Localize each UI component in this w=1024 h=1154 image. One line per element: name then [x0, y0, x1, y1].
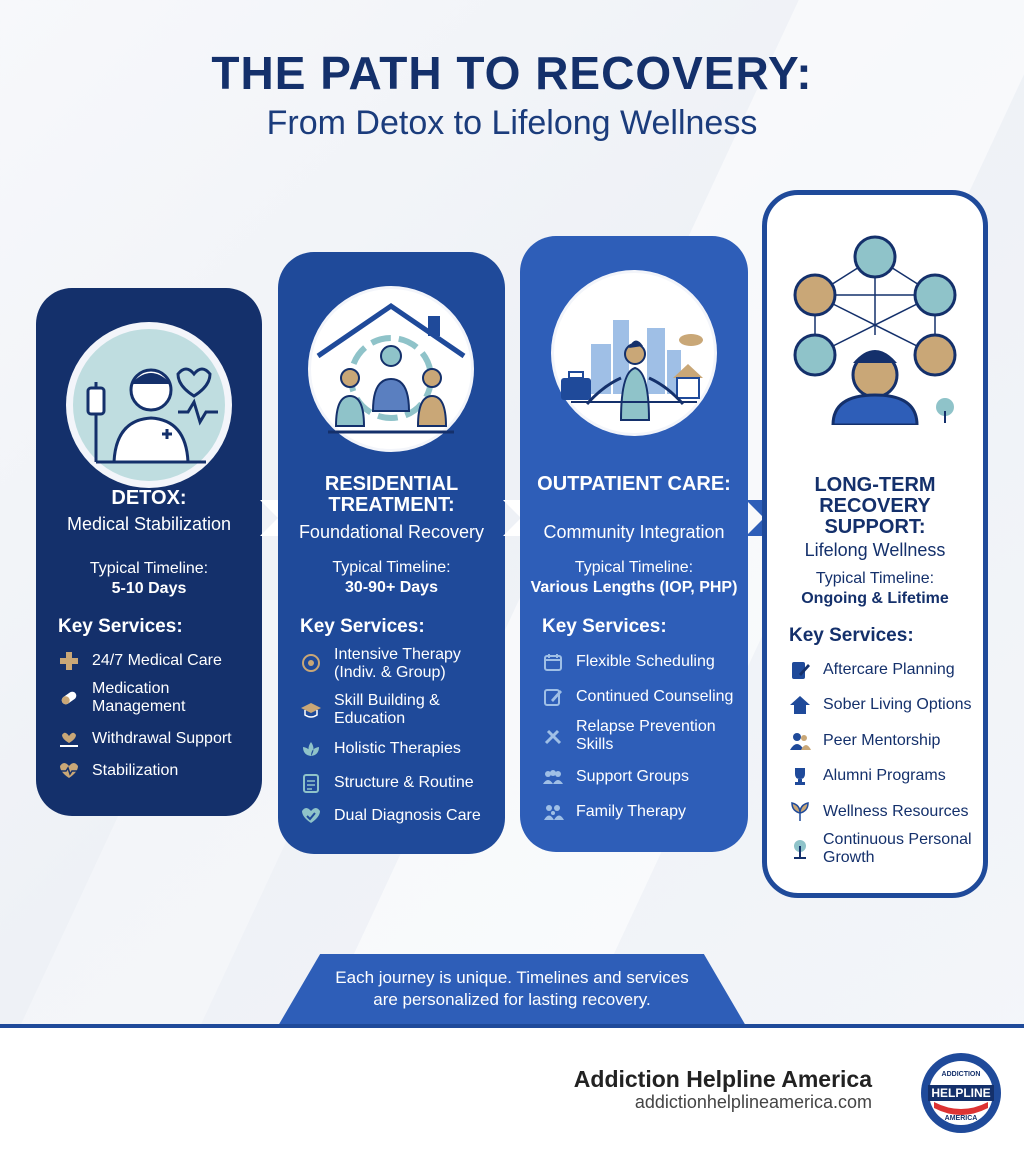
stage-subtitle: Foundational Recovery — [298, 522, 485, 542]
stage-card-long-term: LONG-TERM RECOVERY SUPPORT: Lifelong Wel… — [762, 190, 988, 898]
service-item: Holistic Therapies — [300, 738, 497, 760]
lotus-icon — [300, 738, 322, 760]
service-item: Stabilization — [58, 760, 254, 782]
graduation-cap-icon — [300, 699, 322, 721]
key-services-heading: Key Services: — [542, 616, 667, 637]
service-item: Withdrawal Support — [58, 728, 254, 750]
support-network-icon — [785, 225, 965, 427]
service-item: Alumni Programs — [789, 765, 975, 787]
service-item: Structure & Routine — [300, 772, 497, 794]
page-title: THE PATH TO RECOVERY: — [211, 47, 813, 99]
timeline-value: 30-90+ Days — [345, 579, 438, 596]
brand-name: Addiction Helpline America — [573, 1066, 872, 1092]
service-item: Sober Living Options — [789, 694, 975, 716]
service-item: Continuous Personal Growth — [789, 831, 975, 867]
timeline-label: Typical Timeline: — [574, 559, 694, 576]
group-therapy-house-icon — [308, 286, 474, 452]
sprout-icon — [789, 801, 811, 823]
stage-title: LONG-TERM RECOVERY SUPPORT: — [814, 474, 936, 538]
medical-cross-icon — [58, 650, 80, 672]
service-item: Continued Counseling — [542, 686, 740, 708]
timeline-label: Typical Timeline: — [89, 560, 209, 577]
timeline-value: Ongoing & Lifetime — [801, 590, 949, 607]
footer-note-line: are personalized for lasting recovery. — [373, 990, 651, 1009]
service-item: Skill Building & Education — [300, 692, 497, 728]
pills-icon — [58, 687, 80, 709]
medical-staff-icon — [66, 322, 232, 488]
timeline-label: Typical Timeline: — [815, 570, 935, 587]
logo-text: ADDICTION — [942, 1071, 981, 1078]
stage-subtitle: Community Integration — [543, 522, 725, 542]
stage-card-outpatient: OUTPATIENT CARE: Community Integration T… — [520, 236, 748, 852]
service-item: Flexible Scheduling — [542, 651, 740, 673]
timeline-label: Typical Timeline: — [332, 559, 451, 576]
stage-title: RESIDENTIAL TREATMENT: — [324, 473, 459, 516]
stage-card-residential: RESIDENTIAL TREATMENT: Foundational Reco… — [278, 252, 505, 854]
hand-heart-icon — [58, 728, 80, 750]
edit-icon — [542, 686, 564, 708]
service-item: Peer Mentorship — [789, 730, 975, 752]
divider — [0, 1024, 1024, 1028]
family-icon — [542, 801, 564, 823]
timeline-value: Various Lengths (IOP, PHP) — [530, 579, 738, 596]
footer-note-line: Each journey is unique. Timelines and se… — [335, 968, 689, 987]
key-services-heading: Key Services: — [58, 616, 183, 637]
brand-footer — [0, 1028, 1024, 1154]
stage-card-detox: DETOX: Medical Stabilization Typical Tim… — [36, 288, 262, 816]
clipboard-icon — [300, 772, 322, 794]
heart-check-icon — [300, 805, 322, 827]
service-item: Dual Diagnosis Care — [300, 805, 497, 827]
stage-title: DETOX: — [111, 487, 187, 509]
timeline-value: 5-10 Days — [111, 580, 187, 597]
brain-head-icon — [300, 653, 322, 675]
group-icon — [542, 766, 564, 788]
tree-icon — [789, 838, 811, 860]
stage-subtitle: Medical Stabilization — [66, 514, 232, 534]
key-services-heading: Key Services: — [300, 616, 425, 637]
service-item: Family Therapy — [542, 801, 740, 823]
helpline-logo: HELPLINE ADDICTION AMERICA — [921, 1053, 1001, 1133]
people-icon — [789, 730, 811, 752]
heartbeat-icon — [58, 760, 80, 782]
service-item: Medication Management — [58, 680, 254, 716]
service-item: Aftercare Planning — [789, 659, 975, 681]
page-subtitle: From Detox to Lifelong Wellness — [266, 104, 758, 142]
city-balance-icon — [551, 270, 717, 436]
service-item: Wellness Resources — [789, 801, 975, 823]
footer-note-band — [278, 954, 746, 1026]
document-pen-icon — [789, 659, 811, 681]
home-icon — [789, 694, 811, 716]
logo-text: AMERICA — [945, 1115, 978, 1122]
stage-title: OUTPATIENT CARE: — [537, 473, 731, 495]
service-item: Support Groups — [542, 766, 740, 788]
service-item: Relapse Prevention Skills — [542, 718, 740, 754]
brand-url[interactable]: addictionhelplineamerica.com — [634, 1092, 872, 1112]
service-item: 24/7 Medical Care — [58, 650, 254, 672]
trophy-icon — [789, 765, 811, 787]
tools-icon — [542, 725, 564, 747]
calendar-icon — [542, 651, 564, 673]
logo-text: HELPLINE — [931, 1086, 990, 1100]
stage-subtitle: Lifelong Wellness — [804, 540, 946, 560]
service-item: Intensive Therapy (Indiv. & Group) — [300, 646, 497, 682]
key-services-heading: Key Services: — [789, 625, 914, 646]
